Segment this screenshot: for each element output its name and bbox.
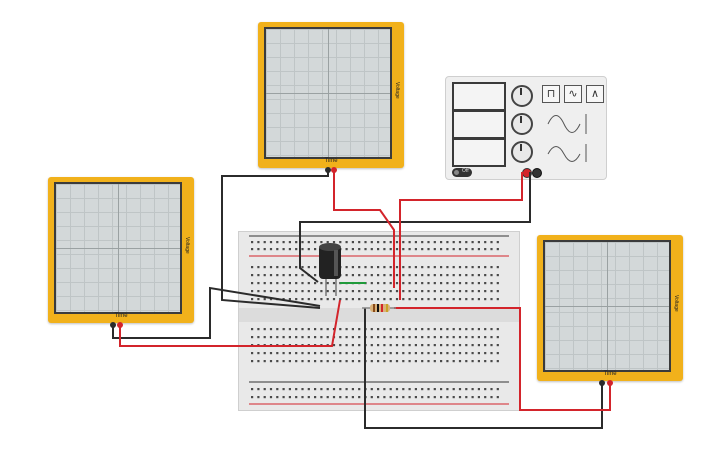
time-label: Time	[324, 158, 338, 164]
voltage-label: Voltage	[673, 295, 679, 312]
positive-terminal[interactable]	[522, 168, 532, 178]
sine-offset-icon	[547, 144, 587, 162]
oscilloscope-screen	[54, 182, 182, 314]
breadboard[interactable]	[238, 231, 520, 411]
amplitude-knob[interactable]	[511, 113, 533, 135]
oscilloscope-left[interactable]: Time Voltage	[48, 177, 194, 323]
sine-amplitude-icon	[547, 114, 587, 134]
breadboard-holes	[239, 235, 519, 405]
time-label: Time	[603, 371, 617, 377]
time-label: Time	[114, 313, 128, 319]
frequency-knob[interactable]	[511, 85, 533, 107]
voltage-label: Voltage	[394, 82, 400, 99]
function-generator[interactable]: ⊓ ∿ ∧ Off	[445, 76, 607, 180]
offset-knob[interactable]	[511, 141, 533, 163]
oscilloscope-screen	[543, 240, 671, 372]
power-toggle-label: Off	[462, 168, 469, 174]
sine-wave-button[interactable]: ∿	[564, 85, 582, 103]
oscilloscope-top[interactable]: Time Voltage	[258, 22, 404, 168]
display-amplitude	[452, 110, 506, 139]
negative-terminal[interactable]	[532, 168, 542, 178]
voltage-label: Voltage	[184, 237, 190, 254]
triangle-wave-button[interactable]: ∧	[586, 85, 604, 103]
display-frequency	[452, 82, 506, 111]
square-wave-button[interactable]: ⊓	[542, 85, 560, 103]
oscilloscope-screen	[264, 27, 392, 159]
display-offset	[452, 138, 506, 167]
oscilloscope-right[interactable]: Time Voltage	[537, 235, 683, 381]
